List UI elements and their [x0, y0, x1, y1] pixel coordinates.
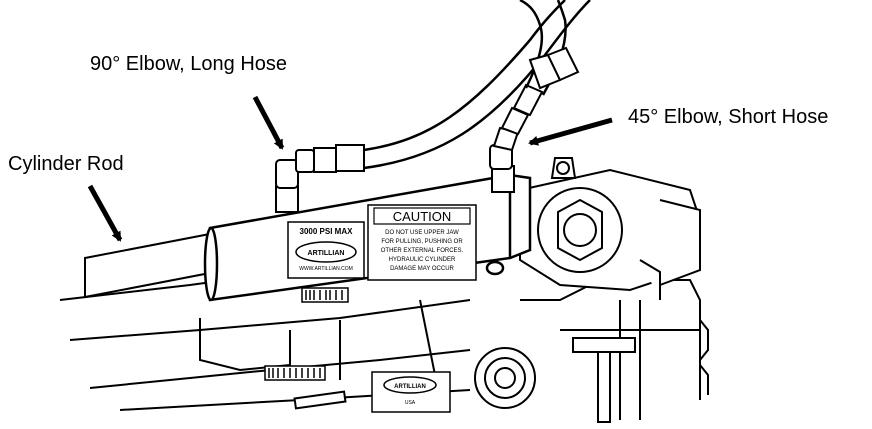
bottom-slot: [293, 390, 347, 410]
callout-elbow-short-hose: 45° Elbow, Short Hose: [628, 106, 829, 128]
serial-label-lower: [264, 365, 326, 381]
caution-title: CAUTION: [393, 209, 452, 224]
caution-decal: CAUTION DO NOT USE UPPER JAW FOR PULLING…: [367, 204, 477, 281]
cylinder-rod: [84, 231, 216, 299]
hose-ends: [528, 46, 580, 90]
elbow-45-fitting: [489, 83, 544, 170]
arrow-elbow-long: [252, 95, 285, 150]
pivot-assembly: [474, 347, 536, 409]
caution-line-4: HYDRAULIC CYLINDER: [389, 257, 456, 263]
brand-website-text: WWW.ARTILLIAN.COM: [299, 266, 353, 272]
caution-line-2: FOR PULLING, PUSHING OR: [381, 239, 463, 245]
callout-cylinder-rod: Cylinder Rod: [8, 153, 124, 175]
arrow-elbow-short: [528, 117, 613, 146]
lower-country-text: USA: [405, 400, 416, 406]
serial-label-upper: [301, 287, 349, 303]
psi-decal-text: 3000 PSI MAX: [300, 227, 354, 236]
hydraulic-hoses: [363, 0, 591, 170]
arrow-cylinder-rod: [87, 184, 123, 242]
brand-logo-text: ARTILLIAN: [308, 250, 345, 257]
callout-elbow-long-hose: 90° Elbow, Long Hose: [90, 53, 288, 75]
t-bracket: [572, 337, 636, 423]
pivot-pin: [537, 157, 623, 273]
caution-line-5: DAMAGE MAY OCCUR: [390, 266, 454, 272]
elbow-90-fitting: [275, 144, 365, 189]
psi-logo-decal: 3000 PSI MAX ARTILLIAN WWW.ARTILLIAN.COM: [287, 221, 365, 279]
lower-logo-decal: ARTILLIAN USA: [371, 371, 451, 413]
caution-line-1: DO NOT USE UPPER JAW: [385, 230, 459, 236]
caution-line-3: OTHER EXTERNAL FORCES.: [381, 248, 464, 254]
lower-brand-logo-text: ARTILLIAN: [394, 384, 426, 390]
